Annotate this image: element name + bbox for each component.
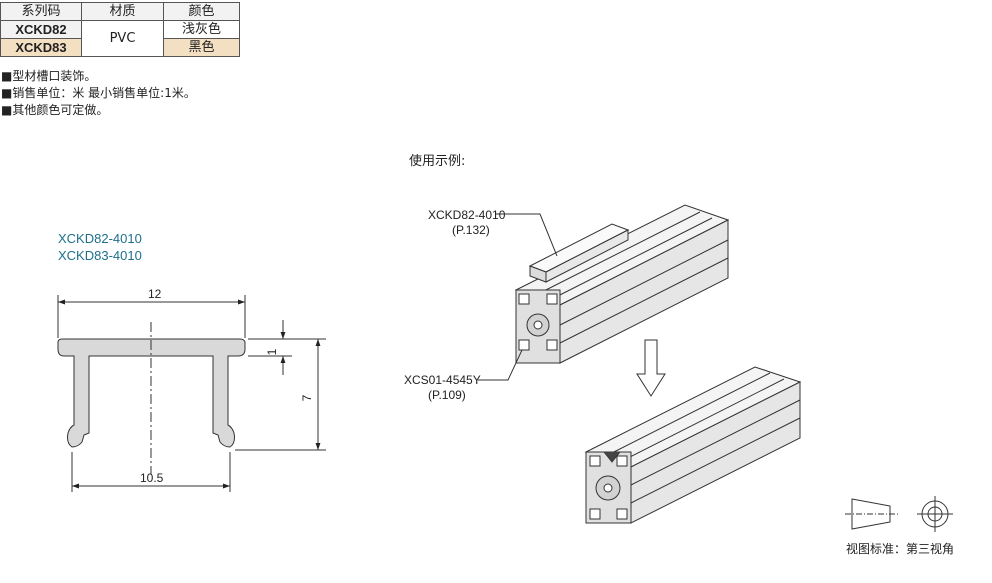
model-label-2: XCKD83-4010: [58, 248, 142, 263]
dim-width-bottom-value: 10.5: [140, 471, 164, 485]
down-arrow-icon: [636, 339, 666, 397]
example-profile-top: [514, 204, 730, 364]
callout-2-leader: [478, 349, 523, 381]
dim-height-value: 7: [300, 394, 314, 401]
note-1: ■型材槽口装饰。: [1, 69, 97, 83]
projection-label: 视图标准：第三视角: [846, 542, 955, 556]
callout-1-code: XCKD82-4010: [428, 208, 506, 222]
dim-thickness-value: 1: [265, 348, 279, 355]
callout-2-code: XCS01-4545Y: [404, 373, 481, 387]
material-cell: PVC: [81, 20, 164, 57]
projection-symbol: [845, 496, 953, 532]
dim-width-bottom: [71, 452, 231, 492]
model-label-1: XCKD82-4010: [58, 231, 142, 246]
note-3: ■其他颜色可定做。: [1, 103, 109, 117]
spec-table: 系列码 材质 颜色 XCKD82 PVC 浅灰色 XCKD83 黑色: [0, 2, 240, 57]
row-color-2: 黑色: [163, 38, 240, 57]
example-title: 使用示例:: [409, 154, 466, 169]
dim-width-top-value: 12: [148, 287, 162, 301]
dim-thickness: [248, 320, 326, 375]
header-series-code: 系列码: [0, 2, 82, 21]
callout-2-page: (P.109): [428, 388, 466, 402]
example-profile-bottom: [584, 366, 802, 524]
notes: ■型材槽口装饰。 ■销售单位：米 最小销售单位:1米。 ■其他颜色可定做。: [1, 68, 196, 119]
note-2: ■销售单位：米 最小销售单位:1米。: [1, 86, 196, 100]
header-material: 材质: [81, 2, 164, 21]
dim-width-top: [57, 295, 246, 338]
cap-profile: [57, 338, 246, 448]
callout-1-leader: [496, 213, 558, 257]
header-color: 颜色: [163, 2, 240, 21]
dim-height: [235, 339, 326, 451]
row-code-2: XCKD83: [0, 38, 82, 57]
callout-1-page: (P.132): [452, 223, 490, 237]
